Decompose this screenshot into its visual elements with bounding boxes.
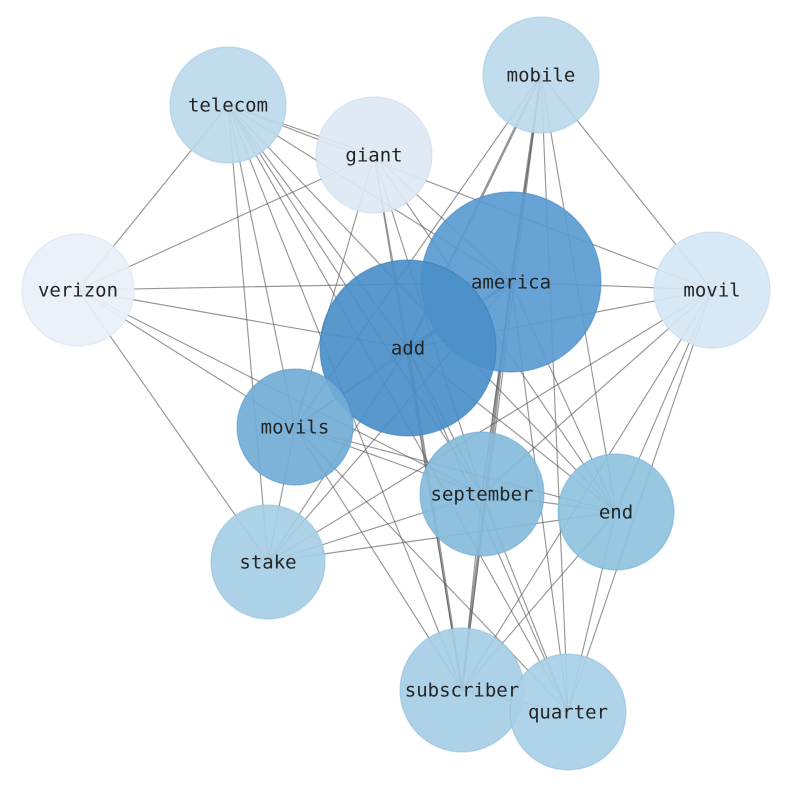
graph-node-movil[interactable] (653, 231, 771, 349)
graph-node-giant[interactable] (315, 96, 433, 214)
graph-node-movils[interactable] (236, 368, 354, 486)
graph-edge (267, 289, 713, 563)
graph-node-telecom[interactable] (169, 46, 287, 164)
graph-edge (227, 104, 713, 291)
graph-node-add[interactable] (319, 259, 497, 437)
node-layer (21, 16, 771, 771)
graph-node-september[interactable] (419, 431, 545, 557)
graph-node-quarter[interactable] (509, 653, 627, 771)
graph-node-end[interactable] (557, 453, 675, 571)
graph-node-subscriber[interactable] (399, 627, 525, 753)
graph-edge (227, 104, 269, 563)
graph-node-verizon[interactable] (21, 233, 135, 347)
graph-node-stake[interactable] (210, 504, 326, 620)
graph-edge (540, 74, 569, 713)
graph-edge (294, 426, 569, 713)
graph-node-mobile[interactable] (482, 16, 600, 134)
